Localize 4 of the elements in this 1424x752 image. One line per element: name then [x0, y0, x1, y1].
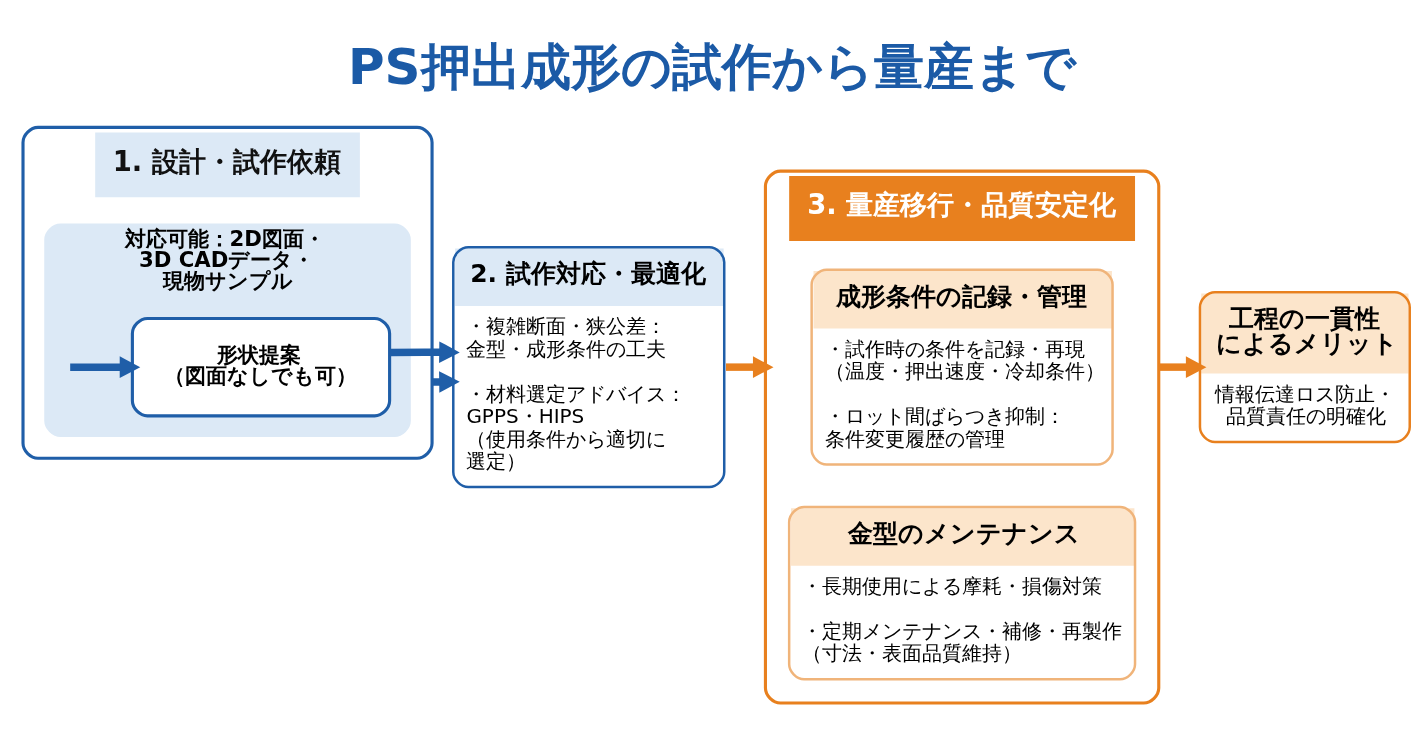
diagram-title: PS押出成形の試作から量産まで [348, 37, 1076, 96]
arrow [389, 340, 460, 363]
node-box: 形状提案（図面なしでも可） [130, 316, 392, 417]
arrow [1158, 355, 1207, 378]
